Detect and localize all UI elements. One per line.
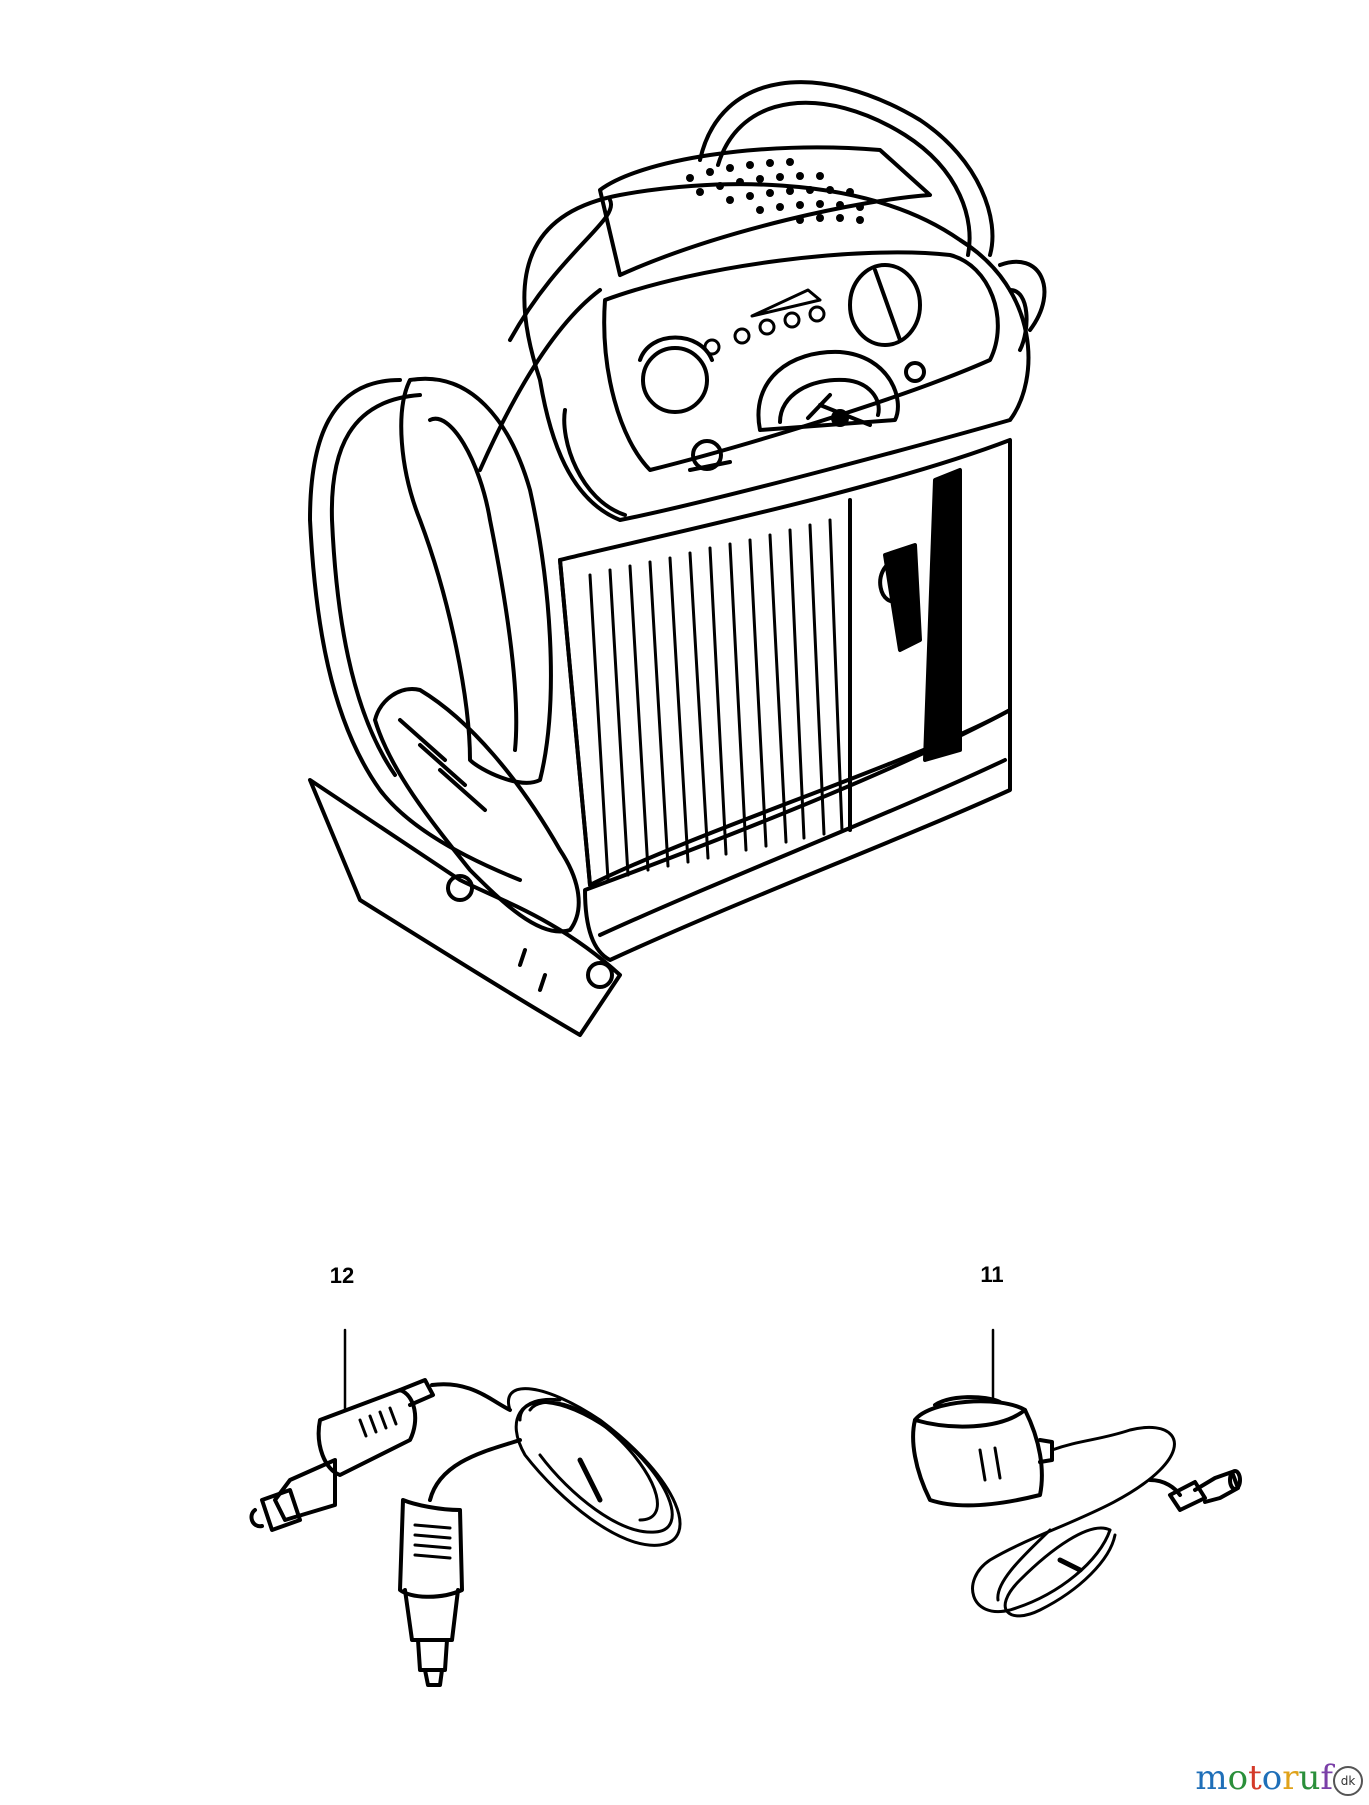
watermark-letter: u xyxy=(1298,1758,1321,1798)
top-grip xyxy=(598,145,932,277)
dc-socket xyxy=(691,439,723,471)
pressure-gauge xyxy=(756,349,900,432)
part-11-charger xyxy=(911,1328,1242,1618)
cable-wrap-holder xyxy=(399,376,553,785)
part-12-dc-cord xyxy=(249,1328,682,1687)
callout-11: 11 xyxy=(980,1262,1004,1287)
clamp-and-cable xyxy=(308,376,622,1037)
watermark-letter: m xyxy=(1195,1758,1228,1798)
battery-clamp xyxy=(373,687,581,934)
control-panel xyxy=(602,250,1000,472)
grip-texture xyxy=(686,158,864,224)
watermark-letter: t xyxy=(1248,1758,1262,1798)
base-skirt xyxy=(583,708,1012,962)
right-dial xyxy=(848,263,922,347)
battery-body xyxy=(558,438,1012,962)
cooling-ribs xyxy=(588,518,844,882)
watermark-letter: r xyxy=(1282,1758,1299,1798)
callout-12: 12 xyxy=(329,1263,355,1288)
carry-handle xyxy=(698,80,995,257)
logo-stripe xyxy=(883,543,922,652)
clamp-base xyxy=(308,778,622,1037)
jump-starter-unit xyxy=(478,80,1047,522)
watermark-badge-icon: dk xyxy=(1333,1766,1363,1796)
watermark-letter: o xyxy=(1261,1758,1283,1798)
charger-adapter xyxy=(911,1399,1044,1508)
watermark-letter: o xyxy=(1227,1758,1249,1798)
watermark-letter: f xyxy=(1320,1758,1333,1798)
dial-button xyxy=(904,361,926,383)
power-switch xyxy=(641,346,709,414)
upper-housing xyxy=(522,182,1031,522)
status-leds xyxy=(703,288,826,356)
